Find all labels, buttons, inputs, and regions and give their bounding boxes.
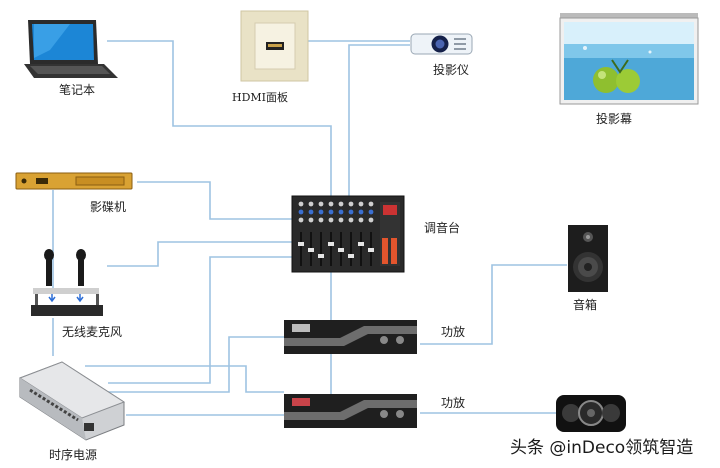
mic-label: 无线麦克风	[62, 325, 123, 339]
hdmi-panel-label: HDMI面板	[232, 91, 289, 104]
screen-label: 投影幕	[596, 112, 633, 126]
power-sequencer-icon	[18, 361, 126, 441]
wire-amp1-to-speaker	[420, 264, 567, 345]
projector-icon	[410, 33, 473, 55]
subwoofer-icon	[556, 395, 626, 432]
mixer-channel-strip	[328, 201, 334, 266]
mixer-icon	[291, 195, 405, 273]
wire-laptop-to-mixer	[107, 40, 332, 196]
wire-mic-to-mixer	[107, 241, 293, 267]
laptop-icon	[24, 20, 118, 78]
mixer-label: 调音台	[424, 221, 461, 235]
mixer-channel-strip	[298, 201, 304, 266]
watermark: 头条 @inDeco领筑智造	[510, 438, 694, 458]
wireless-mic-icon	[31, 249, 103, 316]
amp2-label: 功放	[441, 396, 466, 410]
mixer-channel-strip	[368, 201, 374, 266]
wire-seq-b	[108, 336, 284, 393]
mixer-channel-strip	[308, 201, 314, 266]
wire-seq-d	[85, 365, 284, 393]
projection-screen-icon	[559, 13, 699, 105]
projector-label: 投影仪	[433, 63, 470, 77]
sequencer-label: 时序电源	[49, 448, 98, 462]
amplifier-1-icon	[284, 320, 417, 354]
speaker-label: 音箱	[573, 298, 598, 312]
speaker-icon	[568, 225, 608, 292]
amplifier-2-icon	[284, 394, 417, 428]
laptop-label: 笔记本	[59, 83, 96, 97]
mixer-channel-strip	[348, 201, 354, 266]
mixer-channel-strip	[358, 201, 364, 266]
hdmi-panel-icon	[240, 10, 309, 82]
player-label: 影碟机	[90, 200, 127, 214]
wire-seq-a	[108, 256, 293, 384]
mixer-channel-strip	[338, 201, 344, 266]
wire-mixer-to-projector	[348, 44, 410, 196]
wire-player-to-mixer	[137, 181, 293, 220]
dvd-player-icon	[15, 172, 133, 190]
connection-wires	[52, 40, 567, 416]
mixer-channel-strip	[318, 201, 324, 266]
amp1-label: 功放	[441, 325, 466, 339]
